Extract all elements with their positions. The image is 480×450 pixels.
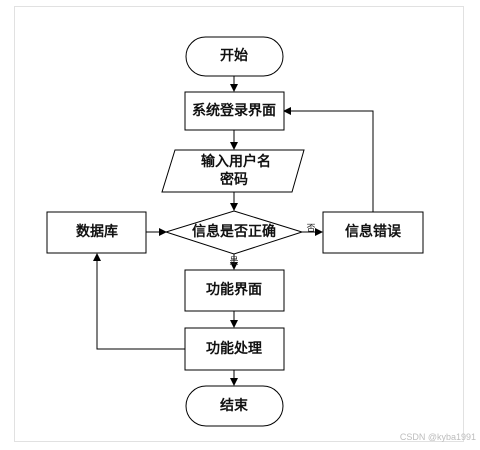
function-process-node: 功能处理 (184, 327, 285, 371)
function-process-label: 功能处理 (206, 340, 262, 357)
database-node: 数据库 (46, 211, 147, 254)
diagram-frame (14, 6, 464, 442)
login-label: 系统登录界面 (192, 102, 276, 119)
input-label-line1: 输入用户名 (201, 153, 271, 170)
function-ui-label: 功能界面 (206, 281, 262, 298)
decision-node: 信息是否正确 (164, 210, 304, 255)
edge-process-to-database (93, 253, 185, 350)
end-node: 结束 (185, 385, 284, 427)
decision-label: 信息是否正确 (192, 223, 276, 240)
start-node: 开始 (185, 36, 284, 77)
end-label: 结束 (220, 397, 249, 414)
edges (93, 76, 374, 386)
function-ui-node: 功能界面 (184, 269, 285, 312)
error-label: 信息错误 (345, 223, 402, 240)
no-branch-label: 否 (306, 223, 315, 234)
yes-branch-label: 是 (229, 256, 238, 267)
database-label: 数据库 (76, 223, 118, 240)
input-label-line2: 密码 (219, 171, 248, 188)
error-node: 信息错误 (322, 211, 424, 254)
input-node: 输入用户名 密码 (161, 149, 305, 193)
watermark: CSDN @kyba1991 (400, 432, 476, 442)
start-label: 开始 (220, 47, 248, 64)
login-node: 系统登录界面 (184, 91, 285, 131)
edge-error-to-login (283, 107, 374, 212)
